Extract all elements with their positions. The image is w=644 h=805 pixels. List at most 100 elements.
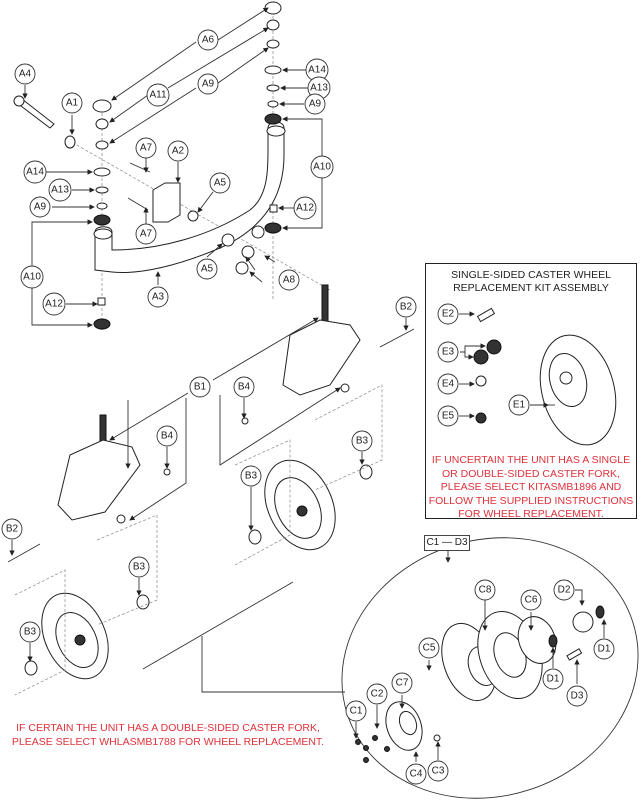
callout-circle <box>48 178 72 202</box>
callout-circle <box>189 376 211 398</box>
callout-label: C7 <box>396 678 409 689</box>
callout-label: A3 <box>152 292 165 303</box>
callout-circle <box>366 683 388 705</box>
callout-label: A11 <box>149 90 166 101</box>
kit-note-line: FOLLOW THE SUPPLIED INSTRUCTIONS <box>428 494 634 507</box>
callout-c8: C8 <box>474 579 496 601</box>
callout-circle <box>196 258 218 280</box>
callout-circle <box>395 296 417 318</box>
callout-label: E4 <box>442 379 455 390</box>
callout-label: C4 <box>410 769 423 780</box>
callout-label: E2 <box>442 309 455 320</box>
caster-wheel-upper <box>264 459 336 551</box>
callout-label: A1 <box>66 98 79 109</box>
wheel-detail-group <box>341 537 639 799</box>
callout-circle <box>156 425 178 447</box>
callout-c4: C4 <box>405 763 427 785</box>
callout-circle <box>437 303 459 325</box>
callout-a1: A1 <box>61 92 83 114</box>
callout-circle <box>278 269 300 291</box>
callout-e3: E3 <box>437 341 459 363</box>
callout-e5: E5 <box>437 405 459 427</box>
callout-label: E5 <box>442 411 455 422</box>
callout-label: A4 <box>19 69 32 80</box>
kit-title-line2: REPLACEMENT KIT ASSEMBLY <box>453 282 609 294</box>
callout-circle <box>14 63 36 85</box>
kit-note: IF UNCERTAIN THE UNIT HAS A SINGLE OR DO… <box>426 454 636 522</box>
callout-a7: A7 <box>135 137 157 159</box>
callout-a4: A4 <box>14 63 36 85</box>
fork-wheel-group <box>7 284 415 696</box>
callout-a10: A10 <box>310 155 334 179</box>
callout-circle <box>293 196 317 220</box>
callout-b2: B2 <box>395 296 417 318</box>
callout-label: E1 <box>513 400 526 411</box>
callout-label: B3 <box>356 436 369 447</box>
kit-note-line: OR DOUBLE-SIDED CASTER FORK, <box>442 467 620 480</box>
callout-d1: D1 <box>593 638 615 660</box>
callout-circle <box>135 223 157 245</box>
callout-circle <box>61 92 83 114</box>
callout-label: B3 <box>245 471 258 482</box>
callout-b4: B4 <box>156 425 178 447</box>
cap-part <box>92 99 112 113</box>
callout-label: A14 <box>308 65 326 76</box>
callout-c6: C6 <box>520 589 542 611</box>
callout-e2: E2 <box>437 303 459 325</box>
callout-label: A7 <box>140 143 153 154</box>
caster-arm-part <box>94 121 285 274</box>
kit-title-line1: SINGLE-SIDED CASTER WHEEL <box>451 269 611 281</box>
callout-c3: C3 <box>427 760 449 782</box>
callout-a9: A9 <box>304 93 326 115</box>
callout-label: B4 <box>238 382 251 393</box>
callout-circle <box>197 29 219 51</box>
callout-label: B2 <box>6 524 19 535</box>
caster-arm-group <box>13 1 331 330</box>
callout-b3: B3 <box>128 556 150 578</box>
callout-circle <box>146 83 170 107</box>
callout-circle <box>437 405 459 427</box>
bottom-note-line: PLEASE SELECT WHLASMB1788 FOR WHEEL REPL… <box>11 735 325 748</box>
callout-circle <box>1 518 23 540</box>
callout-label: C3 <box>432 766 445 777</box>
callout-label: D3 <box>571 691 584 702</box>
callout-label: B2 <box>400 302 413 313</box>
callout-circle <box>23 160 47 184</box>
callout-label: A12 <box>296 203 314 214</box>
callout-a14: A14 <box>23 160 47 184</box>
single-sided-kit-box: SINGLE-SIDED CASTER WHEEL REPLACEMENT KI… <box>425 263 637 522</box>
callout-label: B3 <box>133 562 146 573</box>
kit-note-line: IF UNCERTAIN THE UNIT HAS A SINGLE <box>431 454 631 466</box>
callout-label: A2 <box>172 146 185 157</box>
callout-a7: A7 <box>135 223 157 245</box>
callout-label: A5 <box>201 264 214 275</box>
callout-a8: A8 <box>278 269 300 291</box>
callout-label: B1 <box>194 382 207 393</box>
callout-e4: E4 <box>437 373 459 395</box>
callout-b3: B3 <box>351 430 373 452</box>
callout-circle <box>310 155 334 179</box>
callout-circle <box>437 341 459 363</box>
callout-circle <box>427 760 449 782</box>
callout-circle <box>351 430 373 452</box>
callout-label: A14 <box>26 167 44 178</box>
callout-circle <box>437 373 459 395</box>
bottom-note: IF CERTAIN THE UNIT HAS A DOUBLE-SIDED C… <box>8 722 328 749</box>
callout-circle <box>147 286 169 308</box>
callout-label: A6 <box>202 35 215 46</box>
callout-circle <box>233 376 255 398</box>
kit-title: SINGLE-SIDED CASTER WHEEL REPLACEMENT KI… <box>426 269 636 295</box>
callout-a14: A14 <box>305 58 329 82</box>
callout-circle <box>209 172 231 194</box>
callout-a13: A13 <box>48 178 72 202</box>
callout-d1: D1 <box>542 668 564 690</box>
callout-circle <box>304 93 326 115</box>
callout-circle <box>520 589 542 611</box>
callout-circle <box>42 292 66 316</box>
callout-label: B3 <box>24 627 37 638</box>
mount-bracket-part <box>152 182 181 223</box>
callout-label: A5 <box>214 178 227 189</box>
callout-a12: A12 <box>42 292 66 316</box>
